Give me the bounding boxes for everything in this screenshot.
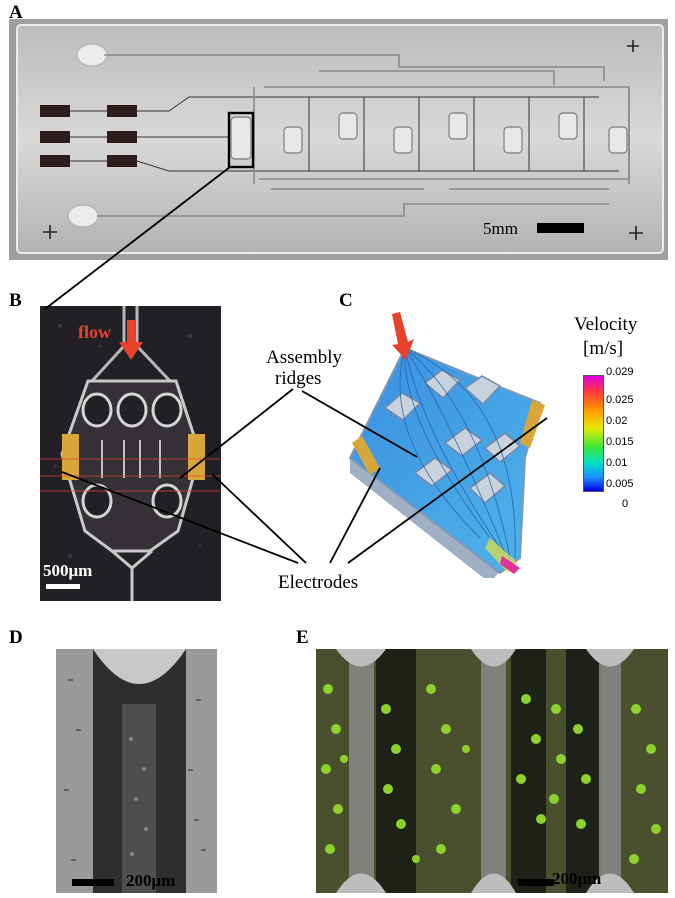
panel-c-simulation (340, 308, 555, 583)
panel-a-scale-label: 5mm (483, 219, 518, 238)
colorbar (583, 375, 604, 492)
colorbar-tick: 0.015 (606, 436, 634, 448)
panel-b-flow-label: flow (78, 322, 111, 342)
zoom-box (227, 111, 255, 169)
panel-c-electrode-right (520, 400, 545, 448)
panel-label-d: D (9, 627, 23, 648)
colorbar-ticks: 0.029 0.025 0.02 0.015 0.01 0.005 0 (606, 366, 666, 516)
assembly-ridges-label-line2: ridges (275, 368, 322, 389)
panel-b-electrode-left (62, 434, 79, 480)
colorbar-tick: 0.01 (606, 457, 628, 469)
colorbar-tick: 0.025 (606, 394, 634, 406)
panel-label-c: C (339, 290, 353, 311)
panel-d-scale-label: 200μm (126, 871, 176, 890)
colorbar-title-line1: Velocity (574, 314, 638, 335)
contact-pads (40, 105, 137, 167)
panel-a-chip-photo (9, 19, 668, 260)
panel-label-a: A (9, 2, 23, 23)
panel-label-e: E (296, 627, 309, 648)
panel-b-photo (40, 306, 221, 601)
panel-e-scale-bar (518, 879, 554, 886)
panel-label-b: B (9, 290, 22, 311)
panel-b-flow-arrow (119, 320, 143, 360)
panel-b-scale-label: 500μm (43, 561, 93, 580)
colorbar-tick: 0.005 (606, 478, 634, 490)
panel-d-micrograph (56, 649, 217, 893)
panel-e-micrograph (316, 649, 668, 893)
panel-e-scale-label: 200μm (552, 869, 602, 888)
panel-c-electrode-left (352, 436, 380, 475)
panel-a-scale-bar (537, 223, 584, 233)
panel-c-inlet-arrow (392, 312, 414, 360)
panel-b-scale-bar (46, 584, 80, 589)
colorbar-tick-max: 0.029 (606, 366, 634, 378)
assembly-ridges-label-line1: Assembly (266, 347, 342, 368)
colorbar-tick-min: 0 (622, 498, 629, 510)
colorbar-title-line2: [m/s] (583, 338, 624, 359)
panel-d-scale-bar (72, 879, 114, 886)
electrodes-label: Electrodes (278, 572, 359, 593)
colorbar-tick: 0.02 (606, 415, 628, 427)
